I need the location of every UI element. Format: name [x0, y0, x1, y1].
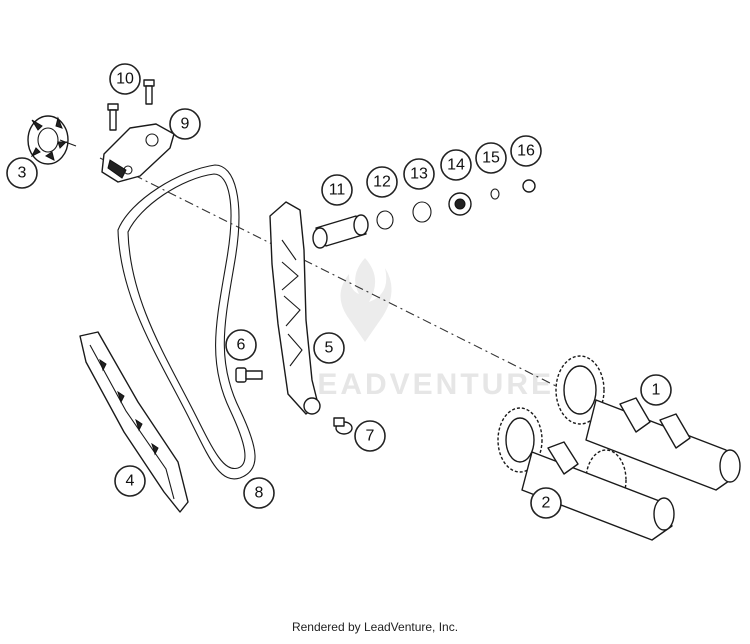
callout-7-label: 7	[366, 428, 375, 445]
callout-11: 11	[321, 174, 353, 206]
part-9-bracket	[101, 123, 175, 183]
part-16-small-plug	[522, 179, 536, 193]
part-5-tensioner-rail	[269, 201, 321, 415]
callout-10-label: 10	[116, 71, 134, 88]
watermark: LEADVENTURE	[296, 258, 554, 401]
callout-7: 7	[354, 420, 386, 452]
callout-3-label: 3	[18, 165, 27, 182]
callout-8-label: 8	[255, 485, 264, 502]
callout-8: 8	[243, 477, 275, 509]
callout-4: 4	[114, 465, 146, 497]
callout-9: 9	[169, 108, 201, 140]
callout-16: 16	[510, 135, 542, 167]
callout-2: 2	[530, 487, 562, 519]
part-14-plug	[448, 192, 472, 216]
callout-4-label: 4	[126, 473, 135, 490]
part-7-washer-bolt	[333, 417, 353, 435]
callout-3: 3	[6, 157, 38, 189]
callout-12: 12	[366, 166, 398, 198]
callout-15-label: 15	[482, 150, 500, 167]
callout-12-label: 12	[373, 174, 391, 191]
part-4-guide-rail	[79, 331, 189, 513]
part-2-camshaft	[497, 407, 675, 541]
part-13-o-ring	[412, 201, 432, 223]
callout-1-label: 1	[652, 382, 661, 399]
callout-5-label: 5	[325, 340, 334, 357]
callout-6: 6	[225, 329, 257, 361]
callout-6-label: 6	[237, 337, 246, 354]
part-1-camshaft	[555, 355, 741, 491]
callout-14-label: 14	[447, 157, 465, 174]
watermark-text: LEADVENTURE	[296, 368, 554, 401]
footer-credit: Rendered by LeadVenture, Inc.	[291, 620, 459, 634]
callout-13-label: 13	[410, 166, 428, 183]
callout-16-label: 16	[517, 143, 535, 160]
part-15-ring	[490, 188, 500, 200]
part-6-pin-bolt	[235, 367, 263, 383]
part-12-o-ring	[376, 210, 394, 230]
callout-14: 14	[440, 149, 472, 181]
part-8-timing-chain	[117, 164, 256, 480]
callout-13: 13	[403, 158, 435, 190]
part-10-bolts	[107, 79, 155, 131]
callout-15: 15	[475, 142, 507, 174]
callout-10: 10	[109, 63, 141, 95]
callout-5: 5	[313, 332, 345, 364]
part-11-tensioner-cylinder	[312, 214, 369, 249]
part-3-sprocket	[27, 115, 77, 165]
callout-1: 1	[640, 374, 672, 406]
callout-11-label: 11	[329, 182, 346, 199]
callout-9-label: 9	[181, 116, 190, 133]
callout-2-label: 2	[542, 495, 551, 512]
